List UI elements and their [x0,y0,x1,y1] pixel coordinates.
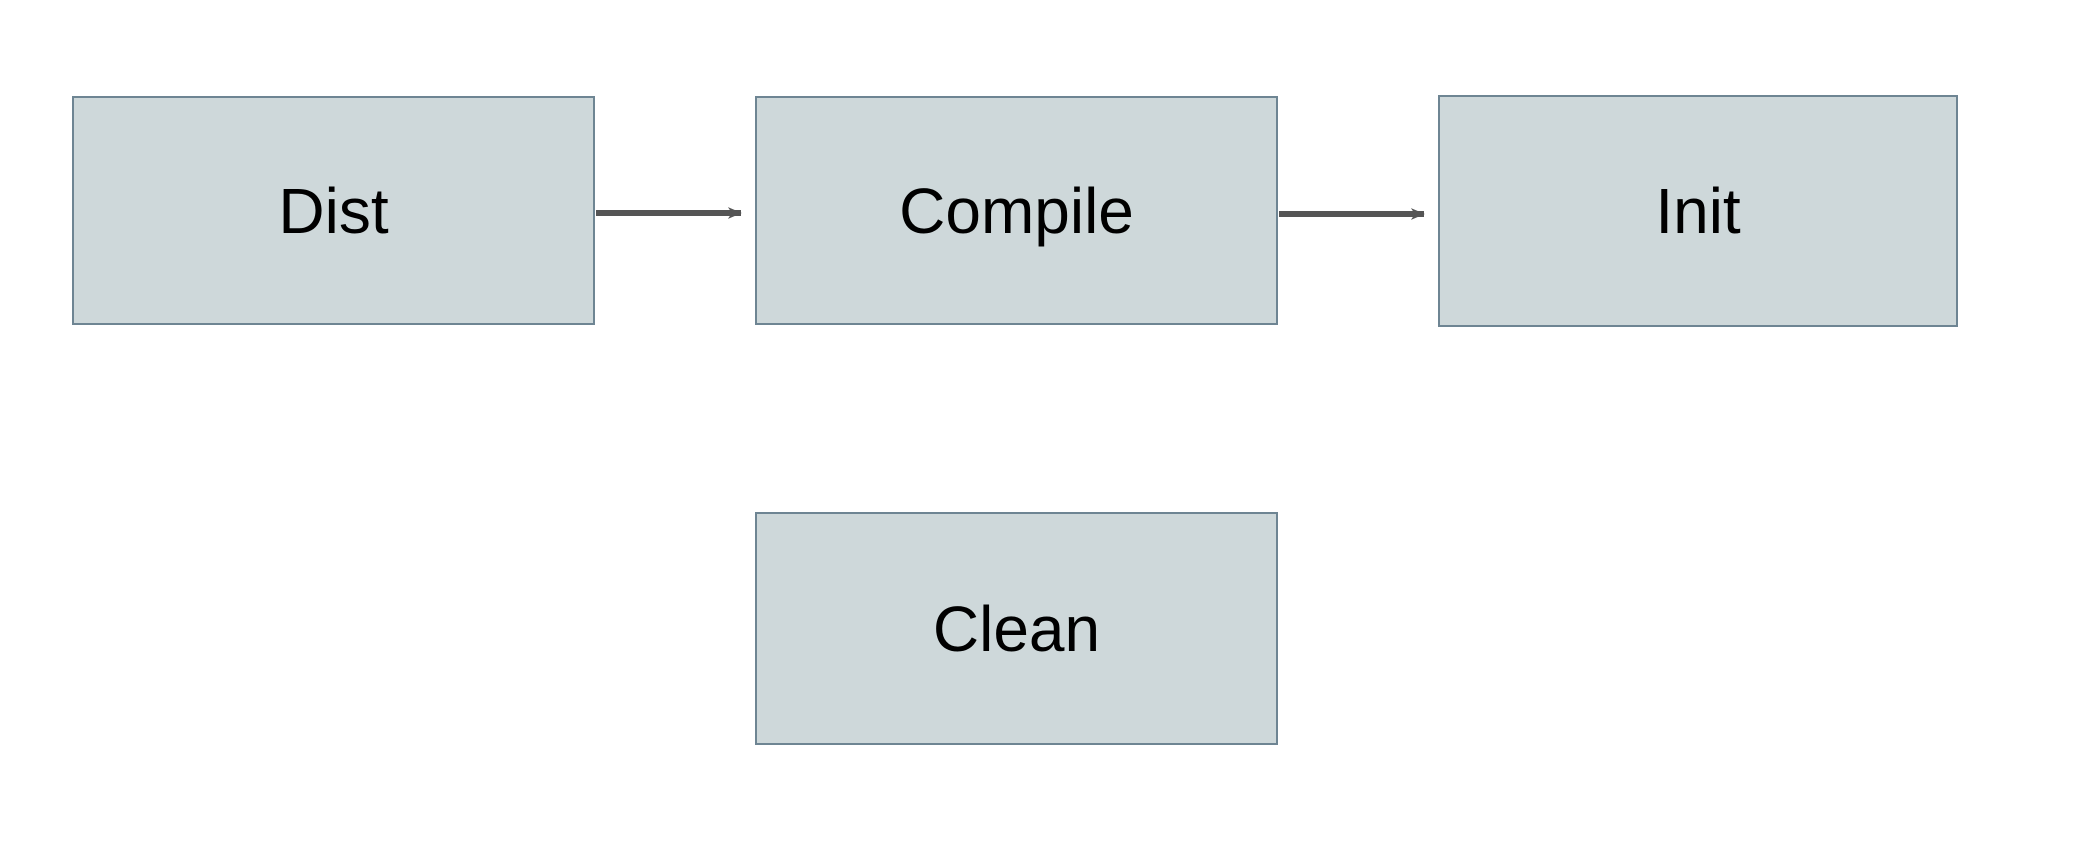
node-label-clean: Clean [932,592,1101,665]
node-clean[interactable]: Clean [755,512,1278,745]
node-label-dist: Dist [278,174,389,247]
node-compile[interactable]: Compile [755,96,1278,325]
node-label-compile: Compile [899,174,1134,247]
node-dist[interactable]: Dist [72,96,595,325]
node-label-init: Init [1655,175,1741,247]
node-init[interactable]: Init [1438,95,1958,327]
